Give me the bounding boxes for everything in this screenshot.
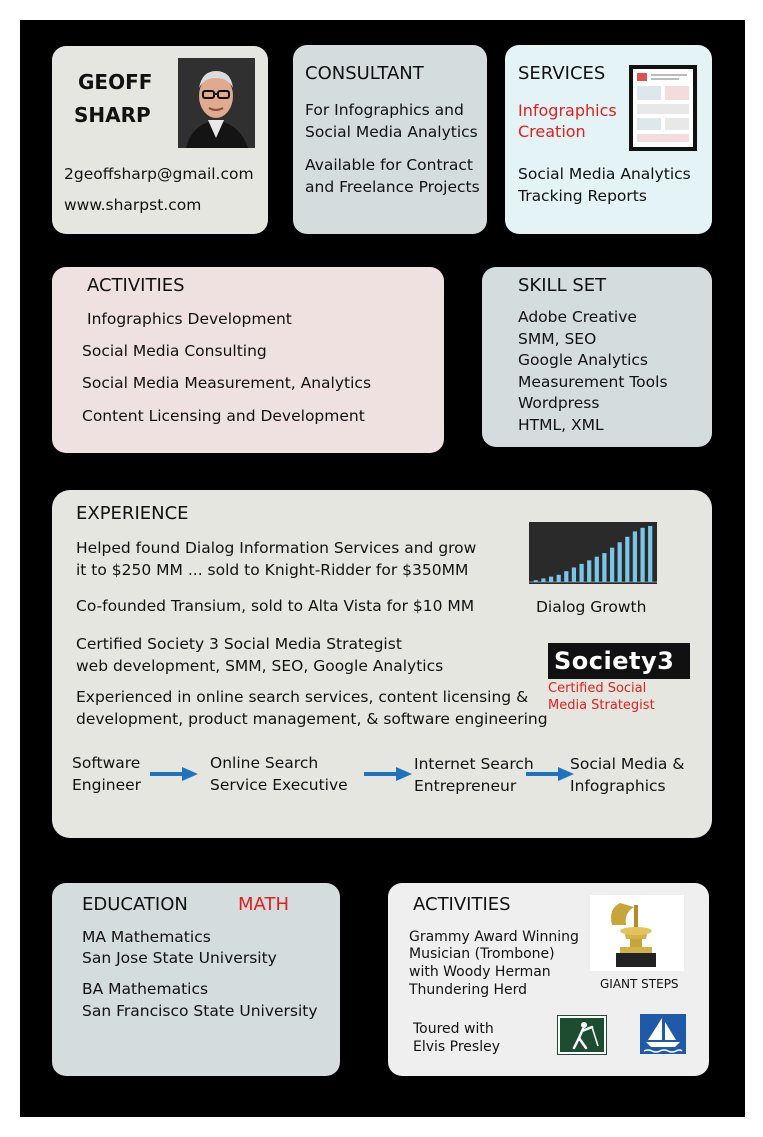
career-step-social-media: Infographics (570, 777, 666, 795)
experience-line: Helped found Dialog Information Services… (76, 539, 477, 557)
infographic-thumbnail (629, 65, 697, 151)
consultant-line: Social Media Analytics (305, 123, 478, 141)
tour-line: Elvis Presley (413, 1039, 500, 1055)
arrow-right-icon (150, 767, 198, 781)
golf-icon (557, 1015, 607, 1055)
career-step-software: Engineer (72, 776, 142, 794)
consultant-line: For Infographics and (305, 101, 464, 119)
education-tag: MATH (238, 894, 289, 915)
profile-card: GEOFF SHARP 2geoffsharp@gmail.com www.sh… (52, 46, 268, 234)
degree-line: San Jose State University (82, 949, 277, 967)
grammy-caption: GIANT STEPS (600, 977, 679, 991)
experience-line: Certified Society 3 Social Media Strateg… (76, 635, 402, 653)
arrow-right-icon (526, 767, 574, 781)
activity-item: Social Media Consulting (82, 342, 267, 360)
arrow-right-icon (364, 767, 412, 781)
chart-bar (602, 553, 607, 582)
activity-item: Infographics Development (87, 310, 292, 328)
music-line: Musician (Trombone) (409, 946, 555, 962)
chart-bar (533, 580, 538, 582)
experience-card: EXPERIENCE Helped found Dialog Informati… (52, 490, 712, 838)
experience-line: Experienced in online search services, c… (76, 688, 529, 706)
music-line: Grammy Award Winning (409, 929, 579, 945)
services-card: SERVICES Infographics Creation Social Me… (505, 45, 712, 234)
music-line: Thundering Herd (409, 982, 528, 998)
experience-heading: EXPERIENCE (76, 503, 189, 524)
chart-bar (594, 556, 599, 582)
service-item-analytics: Tracking Reports (518, 187, 647, 205)
last-name: SHARP (74, 103, 151, 127)
consultant-line: and Freelance Projects (305, 178, 480, 196)
chart-bar (632, 531, 637, 582)
skill-item: Adobe Creative (518, 308, 637, 326)
skill-item: Measurement Tools (518, 373, 668, 391)
activities-card: ACTIVITIES Infographics Development Soci… (52, 267, 444, 453)
experience-line: it to $250 MM ... sold to Knight-Ridder … (76, 561, 469, 579)
consultant-heading: CONSULTANT (305, 63, 424, 84)
career-step-social-media: Social Media & (570, 755, 685, 773)
chart-bar (579, 563, 584, 582)
portrait-photo (178, 58, 255, 148)
sailboat-icon (640, 1014, 686, 1054)
skill-item: Wordpress (518, 394, 600, 412)
chart-bar (564, 571, 569, 582)
email[interactable]: 2geoffsharp@gmail.com (64, 165, 254, 183)
chart-caption: Dialog Growth (536, 598, 647, 616)
career-step-entrepreneur: Entrepreneur (414, 777, 517, 795)
education-heading: EDUCATION (82, 894, 188, 915)
experience-line: development, product management, & softw… (76, 710, 548, 728)
chart-bar (587, 560, 592, 582)
services-heading: SERVICES (518, 63, 606, 84)
career-step-software: Software (72, 754, 141, 772)
society3-logo: Society3 (548, 643, 690, 679)
chart-bar (556, 574, 561, 582)
dialog-growth-chart (529, 522, 657, 584)
degree-line: BA Mathematics (82, 980, 209, 998)
chart-bar (571, 567, 576, 582)
tour-line: Toured with (413, 1021, 494, 1037)
service-item-infographics: Creation (518, 122, 586, 141)
grammy-image (590, 895, 684, 971)
music-line: with Woody Herman (409, 964, 551, 980)
chart-bar (617, 542, 622, 582)
chart-bar (541, 578, 546, 582)
activity-item: Content Licensing and Development (82, 407, 365, 425)
skill-item: HTML, XML (518, 416, 604, 434)
activities2-heading: ACTIVITIES (413, 894, 511, 915)
experience-line: web development, SMM, SEO, Google Analyt… (76, 657, 444, 675)
skills-heading: SKILL SET (518, 275, 607, 296)
career-step-search-exec: Online Search (210, 754, 319, 772)
service-item-infographics: Infographics (518, 101, 617, 120)
society3-caption: Certified Social (548, 681, 647, 696)
activities2-card: ACTIVITIES Grammy Award Winning Musician… (388, 883, 709, 1076)
skill-item: SMM, SEO (518, 330, 597, 348)
career-step-entrepreneur: Internet Search (414, 755, 534, 773)
first-name: GEOFF (78, 70, 153, 94)
chart-bar (648, 526, 653, 582)
chart-bar (549, 576, 554, 582)
chart-bar (610, 547, 615, 582)
degree-line: MA Mathematics (82, 928, 211, 946)
skill-item: Google Analytics (518, 351, 648, 369)
activity-item: Social Media Measurement, Analytics (82, 374, 372, 392)
chart-bar (640, 527, 645, 582)
consultant-line: Available for Contract (305, 156, 474, 174)
chart-background (529, 522, 657, 584)
degree-line: San Francisco State University (82, 1002, 318, 1020)
chart-bar (625, 536, 630, 582)
education-card: EDUCATION MATH MA Mathematics San Jose S… (52, 883, 340, 1076)
skills-card: SKILL SET Adobe Creative SMM, SEO Google… (482, 267, 712, 447)
website-link[interactable]: www.sharpst.com (64, 196, 202, 214)
experience-line: Co-founded Transium, sold to Alta Vista … (76, 597, 475, 615)
society3-logo-text: Society3 (554, 647, 675, 675)
society3-caption: Media Strategist (548, 698, 655, 713)
activities-heading: ACTIVITIES (87, 275, 185, 296)
service-item-analytics: Social Media Analytics (518, 165, 691, 183)
consultant-card: CONSULTANT For Infographics and Social M… (293, 45, 487, 234)
career-step-search-exec: Service Executive (210, 776, 348, 794)
